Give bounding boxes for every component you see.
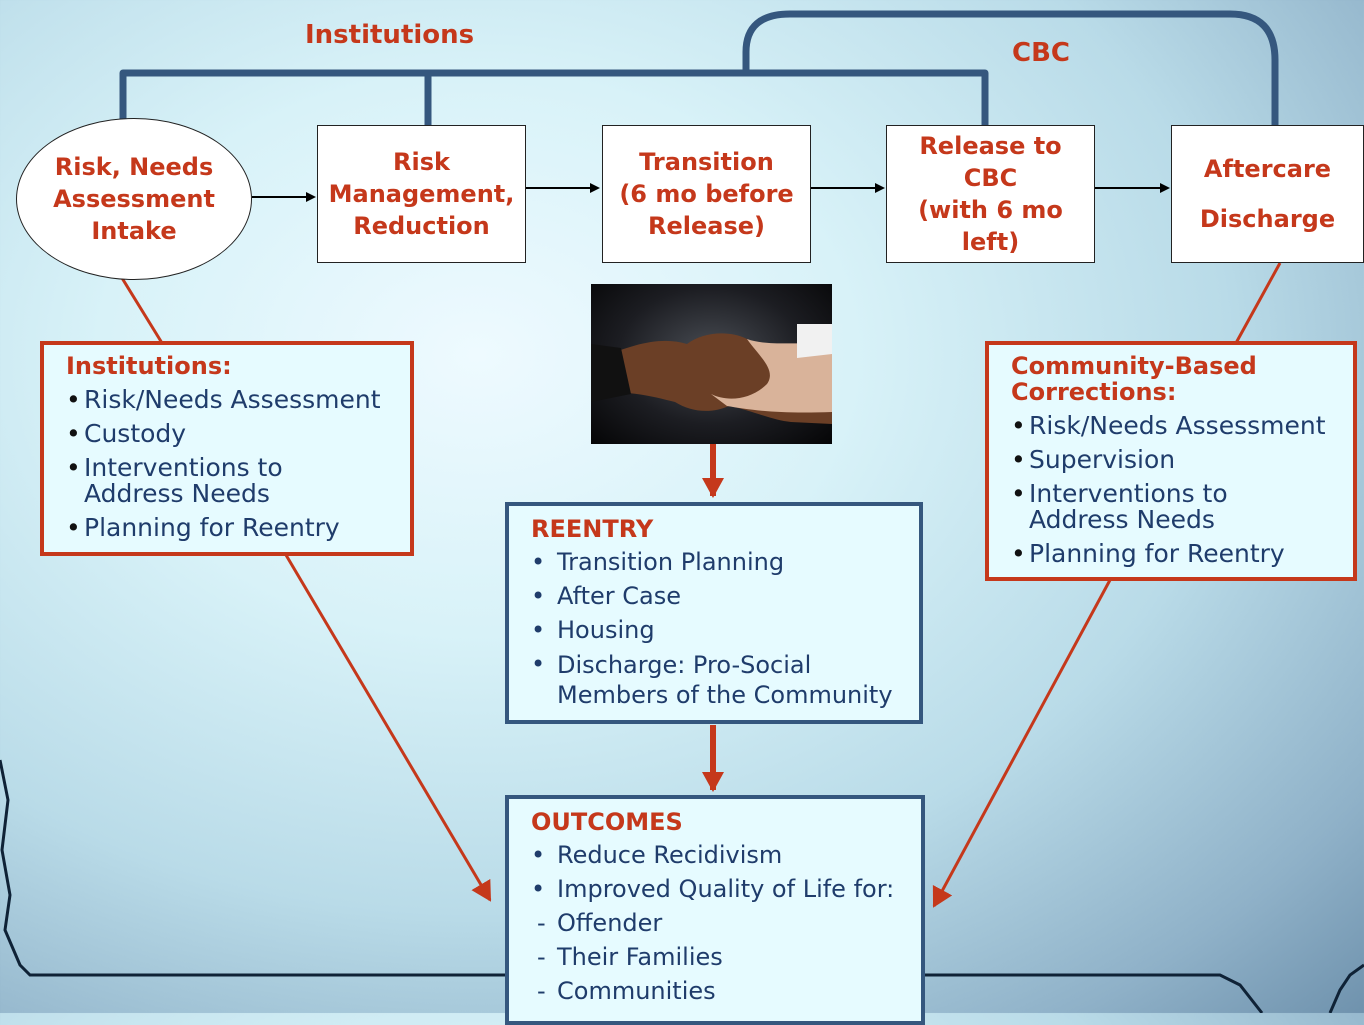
release-line-1: Release to: [919, 132, 1062, 160]
risk-line-3: Reduction: [353, 212, 490, 240]
sub-item-text: Communities: [557, 977, 716, 1005]
bullet-icon: •: [531, 548, 546, 576]
release-line-2: CBC: [963, 164, 1018, 192]
list-item: •Supervision: [1011, 447, 1353, 473]
dash-icon: -: [537, 977, 546, 1005]
risk-management-node: Risk Management, Reduction: [317, 125, 526, 263]
bullet-icon: •: [1011, 539, 1026, 568]
institutions-label: Institutions: [305, 20, 475, 50]
cbc-panel-title: Community-Based Corrections:: [1011, 352, 1257, 406]
intake-line-1: Risk, Needs: [54, 153, 214, 181]
list-item: •Custody: [66, 421, 410, 447]
release-node: Release to CBC (with 6 mo left): [886, 125, 1095, 263]
list-item-text: Discharge: Pro-Social Members of the Com…: [557, 651, 893, 709]
list-item-text: Supervision: [1029, 445, 1176, 474]
aftercare-line-2: Discharge: [1199, 205, 1336, 233]
bullet-icon: •: [66, 453, 81, 482]
transition-line-3: Release): [648, 212, 765, 240]
release-line-3: (with 6 mo: [918, 196, 1063, 224]
flow-arrows: [252, 183, 1170, 202]
bullet-icon: •: [531, 841, 546, 869]
list-item: • Reduce Recidivism: [531, 841, 921, 869]
transition-line-2: (6 mo before: [619, 180, 794, 208]
list-item-text: Housing: [557, 616, 655, 644]
outcomes-box: OUTCOMES • Reduce Recidivism • Improved Qu…: [505, 795, 925, 1025]
list-item: • Improved Quality of Life for:: [531, 875, 921, 903]
risk-line-1: Risk: [393, 148, 450, 176]
list-item: •Interventions to Address Needs: [66, 455, 410, 507]
list-item: • Transition Planning: [531, 548, 919, 576]
list-item: •Interventions to Address Needs: [1011, 481, 1353, 533]
sub-item-text: Offender: [557, 909, 663, 937]
handshake-photo: [591, 284, 832, 444]
transition-node: Transition (6 mo before Release): [602, 125, 811, 263]
institutions-panel: Institutions: •Risk/Needs Assessment •Cu…: [40, 341, 414, 556]
list-item-text: Interventions to Address Needs: [1029, 479, 1228, 534]
bullet-icon: •: [531, 650, 546, 678]
orange-connectors: [120, 262, 1282, 908]
intake-line-2: Assessment: [53, 185, 215, 213]
list-item-text: Transition Planning: [557, 548, 785, 576]
list-item-text: After Case: [557, 582, 681, 610]
list-item-text: Interventions to Address Needs: [84, 453, 283, 508]
reentry-box: REENTRY • Transition Planning • After Case…: [505, 502, 923, 724]
bullet-icon: •: [66, 385, 81, 414]
intake-node: Risk, Needs Assessment Intake: [16, 118, 252, 280]
sub-item-text: Their Families: [557, 943, 723, 971]
list-item-text: Custody: [84, 419, 187, 448]
list-item: • Housing: [531, 616, 919, 644]
sub-item: -Their Families: [531, 943, 921, 971]
outcomes-title: OUTCOMES: [531, 808, 683, 836]
list-item: •Risk/Needs Assessment: [1011, 413, 1353, 439]
list-item: •Planning for Reentry: [1011, 541, 1353, 567]
sub-item: -Communities: [531, 977, 921, 1005]
bullet-icon: •: [1011, 411, 1026, 440]
bullet-icon: •: [66, 513, 81, 542]
aftercare-line-1: Aftercare: [1203, 155, 1332, 183]
bullet-icon: •: [1011, 445, 1026, 474]
list-item-text: Improved Quality of Life for:: [557, 875, 895, 903]
list-item-text: Reduce Recidivism: [557, 841, 783, 869]
list-item-text: Planning for Reentry: [1029, 539, 1285, 568]
list-item: • Discharge: Pro-Social Members of the Co…: [531, 650, 919, 710]
bullet-icon: •: [1011, 479, 1026, 508]
aftercare-node: Aftercare Discharge: [1171, 125, 1364, 263]
list-item: • After Case: [531, 582, 919, 610]
sub-item: -Offender: [531, 909, 921, 937]
bullet-icon: •: [531, 582, 546, 610]
cbc-panel: Community-Based Corrections: •Risk/Needs…: [985, 341, 1357, 581]
reentry-title: REENTRY: [531, 515, 654, 543]
intake-line-3: Intake: [91, 217, 177, 245]
transition-line-1: Transition: [639, 148, 774, 176]
dash-icon: -: [537, 909, 546, 937]
bullet-icon: •: [66, 419, 81, 448]
list-item-text: Planning for Reentry: [84, 513, 340, 542]
institutions-panel-title: Institutions:: [66, 352, 232, 380]
map-outline: [0, 759, 1364, 1013]
cbc-label: CBC: [1012, 38, 1070, 68]
bullet-icon: •: [531, 616, 546, 644]
list-item-text: Risk/Needs Assessment: [1029, 411, 1326, 440]
dash-icon: -: [537, 943, 546, 971]
risk-line-2: Management,: [328, 180, 515, 208]
list-item: •Planning for Reentry: [66, 515, 410, 541]
bullet-icon: •: [531, 875, 546, 903]
list-item-text: Risk/Needs Assessment: [84, 385, 381, 414]
list-item: •Risk/Needs Assessment: [66, 387, 410, 413]
release-line-4: left): [961, 228, 1020, 256]
